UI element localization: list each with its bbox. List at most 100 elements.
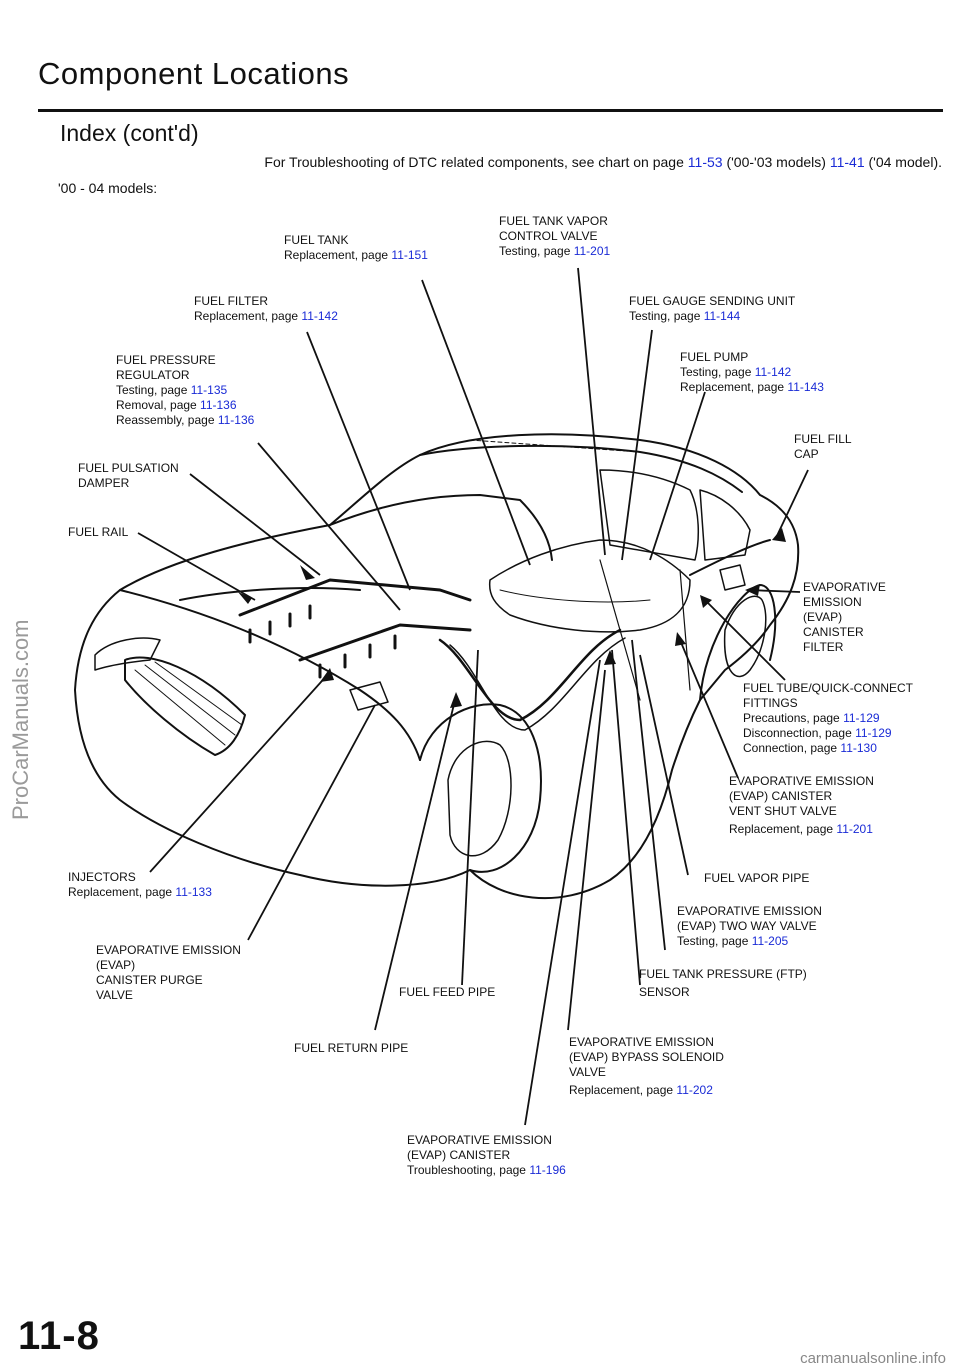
label-evap-canister-filter: EVAPORATIVE EMISSION (EVAP) CANISTER FIL… — [803, 580, 886, 655]
label-return-pipe: FUEL RETURN PIPE — [294, 1041, 408, 1056]
label-line: EVAPORATIVE EMISSION — [569, 1035, 714, 1049]
dtc-note: For Troubleshooting of DTC related compo… — [264, 154, 942, 170]
side-watermark: ProCarManuals.com — [8, 619, 33, 820]
label-line: EVAPORATIVE EMISSION — [729, 774, 874, 788]
label-line: Replacement, page — [68, 885, 176, 899]
side-window — [599, 469, 700, 561]
label-vent-shut-valve: EVAPORATIVE EMISSION (EVAP) CANISTER VEN… — [729, 774, 874, 837]
page-link[interactable]: 11-129 — [843, 711, 880, 725]
label-two-way-valve: EVAPORATIVE EMISSION (EVAP) TWO WAY VALV… — [677, 904, 822, 949]
page-link[interactable]: 11-136 — [217, 413, 255, 427]
label-line: FUEL PRESSURE — [116, 353, 216, 367]
label-line: EVAPORATIVE EMISSION — [677, 904, 822, 918]
hood-line — [119, 589, 421, 761]
page-link[interactable]: 11-205 — [751, 934, 789, 948]
leader-evap-canister — [524, 659, 601, 1126]
label-purge-valve: EVAPORATIVE EMISSION (EVAP) CANISTER PUR… — [96, 943, 241, 1003]
page-link[interactable]: 11-202 — [676, 1083, 713, 1097]
label-line: (EVAP) — [96, 958, 136, 972]
page-link[interactable]: 11-136 — [200, 398, 237, 412]
car-body-outline — [74, 433, 800, 900]
title-rule — [38, 109, 943, 112]
label-line: CONTROL VALVE — [499, 229, 598, 243]
label-line: (EVAP) BYPASS SOLENOID — [569, 1050, 724, 1064]
page-link[interactable]: 11-130 — [840, 741, 877, 755]
page-link[interactable]: 11-135 — [190, 383, 228, 397]
label-line: FUEL TANK VAPOR — [499, 214, 608, 228]
label-pressure-regulator: FUEL PRESSURE REGULATOR Testing, page 11… — [116, 353, 254, 428]
fuel-rail-lower — [298, 623, 472, 662]
page-link[interactable]: 11-151 — [391, 248, 428, 262]
label-line: EVAPORATIVE EMISSION — [407, 1133, 552, 1147]
label-line: FUEL PULSATION — [78, 461, 179, 475]
label-line: FUEL TANK PRESSURE (FTP) — [639, 967, 807, 981]
label-line: FUEL PUMP — [680, 350, 749, 364]
label-line: Troubleshooting, page — [407, 1163, 530, 1177]
label-line: FUEL RAIL — [68, 525, 129, 539]
page-link[interactable]: 11-143 — [787, 380, 824, 394]
page-link[interactable]: 11-201 — [573, 244, 611, 258]
page-link[interactable]: 11-196 — [529, 1163, 566, 1177]
page-link[interactable]: 11-142 — [301, 309, 338, 323]
leader-pulsation-damper — [189, 473, 321, 576]
label-line: Testing, page — [680, 365, 755, 379]
page-link-11-41[interactable]: 11-41 — [829, 154, 865, 170]
label-line: EVAPORATIVE EMISSION — [96, 943, 241, 957]
label-line: Reassembly, page — [116, 413, 218, 427]
label-line: Testing, page — [629, 309, 704, 323]
headlight — [94, 637, 161, 671]
section-subtitle: Index (cont'd) — [60, 120, 199, 146]
label-gauge-sending-unit: FUEL GAUGE SENDING UNIT Testing, page 11… — [629, 294, 795, 324]
page-link-11-53[interactable]: 11-53 — [687, 154, 723, 170]
label-line: REGULATOR — [116, 368, 190, 382]
leader-gauge-sending-unit — [621, 329, 653, 561]
label-line: VALVE — [96, 988, 133, 1002]
leader-pressure-regulator — [257, 442, 401, 611]
rear-window — [699, 489, 751, 561]
page-number: 11-8 — [18, 1314, 100, 1358]
page-link[interactable]: 11-129 — [855, 726, 892, 740]
arrow-heads — [238, 528, 786, 708]
fuel-lines — [438, 628, 622, 722]
label-line: FUEL TANK — [284, 233, 349, 247]
label-line: VENT SHUT VALVE — [729, 804, 837, 818]
leader-fuel-fill-cap — [774, 469, 809, 541]
label-line: FUEL FEED PIPE — [399, 985, 496, 999]
label-injectors: INJECTORS Replacement, page 11-133 — [68, 870, 212, 900]
leader-purge-valve — [247, 704, 376, 941]
label-vapor-pipe: FUEL VAPOR PIPE — [704, 871, 809, 886]
label-line: Testing, page — [499, 244, 574, 258]
leader-feed-pipe — [461, 649, 479, 986]
label-line: Disconnection, page — [743, 726, 856, 740]
label-line: FITTINGS — [743, 696, 798, 710]
page-link[interactable]: 11-201 — [836, 822, 873, 836]
label-line: CANISTER — [803, 625, 864, 639]
page-link[interactable]: 11-142 — [754, 365, 792, 379]
leader-fuel-tank — [421, 279, 531, 566]
label-line: DAMPER — [78, 476, 130, 490]
page-link[interactable]: 11-144 — [703, 309, 741, 323]
label-feed-pipe: FUEL FEED PIPE — [399, 985, 495, 1000]
label-line: Testing, page — [677, 934, 752, 948]
label-fuel-pump: FUEL PUMP Testing, page 11-142 Replaceme… — [680, 350, 824, 395]
dtc-note-mid: ('00-'03 models) — [722, 154, 830, 170]
label-fuel-filter: FUEL FILTER Replacement, page 11-142 — [194, 294, 338, 324]
label-fuel-tank: FUEL TANK Replacement, page 11-151 — [284, 233, 428, 263]
label-line: VALVE — [569, 1065, 606, 1079]
label-ftp-sensor: FUEL TANK PRESSURE (FTP) SENSOR — [639, 967, 807, 1000]
front-wheel — [447, 740, 512, 857]
purge-valve-block — [349, 681, 389, 711]
leader-return-pipe — [374, 699, 456, 1031]
label-line: Precautions, page — [743, 711, 844, 725]
dtc-note-end: ('04 model). — [864, 154, 943, 170]
page-link[interactable]: 11-133 — [175, 885, 212, 899]
fill-pipe — [689, 539, 771, 576]
label-line: Testing, page — [116, 383, 191, 397]
leader-fuel-pump — [649, 391, 706, 561]
leader-vapor-control-valve — [577, 267, 606, 556]
label-line: FUEL FILL — [794, 432, 852, 446]
label-line: FUEL GAUGE SENDING UNIT — [629, 294, 796, 308]
leader-tube-fittings — [704, 599, 786, 681]
leader-fuel-rail — [137, 532, 256, 601]
